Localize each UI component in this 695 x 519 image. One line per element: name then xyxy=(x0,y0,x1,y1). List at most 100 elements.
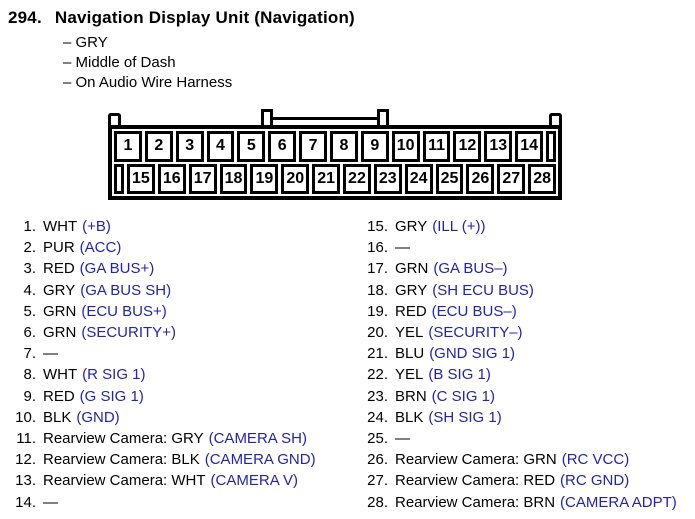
pin-cell-5: 5 xyxy=(237,131,266,162)
pin-cell-18: 18 xyxy=(219,163,248,194)
signal-name: (ACC) xyxy=(79,239,122,257)
signal-name: (SECURITY–) xyxy=(428,324,523,342)
wire-color: BLK xyxy=(395,408,424,426)
signal-name: (CAMERA SH) xyxy=(208,429,307,447)
wire-color: GRY xyxy=(395,218,428,236)
pin-number: 1. xyxy=(23,218,36,236)
signal-name: (RC VCC) xyxy=(561,451,630,469)
pin-entry-18: 18.GRY(SH ECU BUS) xyxy=(352,280,677,301)
wire-color: BRN xyxy=(395,387,427,405)
connector-top-row: 1 2 3 4 5 6 7 8 9 10 11 12 13 14 xyxy=(114,131,557,162)
pin-cell-1: 1 xyxy=(114,131,142,162)
pin-entry-9: 9.RED(G SIG 1) xyxy=(8,386,316,407)
connector-diagram: 1 2 3 4 5 6 7 8 9 10 11 12 13 14 15 16 1… xyxy=(108,107,562,200)
pin-entry-10: 10.BLK(GND) xyxy=(8,407,316,428)
signal-name: (C SIG 1) xyxy=(431,387,496,405)
wire-color: — xyxy=(395,429,410,447)
pin-cell-13: 13 xyxy=(484,131,513,162)
signal-name: (GA BUS–) xyxy=(433,260,508,278)
pin-number: 19. xyxy=(367,302,388,320)
pin-cell-21: 21 xyxy=(312,163,341,194)
signal-name: (CAMERA ADPT) xyxy=(560,493,677,511)
wire-color: GRY xyxy=(43,281,76,299)
wire-color: RED xyxy=(43,260,75,278)
wire-color: Rearview Camera: BRN xyxy=(395,493,556,511)
pin-entry-8: 8.WHT(R SIG 1) xyxy=(8,364,316,385)
pin-list-right: 15.GRY(ILL (+)) 16. — 17.GRN(GA BUS–) 18.… xyxy=(352,216,677,513)
pin-number: 20. xyxy=(367,324,388,342)
wire-color: Rearview Camera: WHT xyxy=(43,472,206,490)
pin-cell-19: 19 xyxy=(250,163,279,194)
connector-latch-post-right xyxy=(377,109,389,129)
pin-entry-22: 22.YEL(B SIG 1) xyxy=(352,364,677,385)
wire-color: YEL xyxy=(395,324,424,342)
pin-entry-5: 5. GRN(ECU BUS+) xyxy=(8,301,316,322)
pin-number: 7. xyxy=(23,345,36,363)
pin-entry-25: 25.— xyxy=(352,428,677,449)
pin-cell-24: 24 xyxy=(404,163,433,194)
pin-number: 27. xyxy=(367,472,388,490)
pin-cell-2: 2 xyxy=(144,131,173,162)
pin-number: 2. xyxy=(23,239,36,257)
signal-name: (SH ECU BUS) xyxy=(432,281,534,299)
pin-cell-26: 26 xyxy=(466,163,495,194)
wire-color: Rearview Camera: GRY xyxy=(43,429,204,447)
pin-entry-3: 3.RED(GA BUS+) xyxy=(8,258,316,279)
signal-name: (ILL (+)) xyxy=(432,218,486,236)
signal-name: (GND SIG 1) xyxy=(429,345,516,363)
pin-entry-12: 12.Rearview Camera: BLK(CAMERA GND) xyxy=(8,449,315,470)
pin-number: 14. xyxy=(15,493,36,511)
pin-cell-7: 7 xyxy=(299,131,328,162)
pin-number: 16. xyxy=(367,239,388,257)
pin-entry-4: 4.GRY(GA BUS SH) xyxy=(8,280,316,301)
pin-entry-19: 19.RED(ECU BUS–) xyxy=(352,301,677,322)
signal-name: (B SIG 1) xyxy=(428,366,491,384)
connector-latch-post-left xyxy=(261,109,273,129)
wire-color: GRN xyxy=(43,324,77,342)
pin-number: 3. xyxy=(23,260,36,278)
header: 294. Navigation Display Unit (Navigation… xyxy=(8,8,355,93)
pin-cell-11: 11 xyxy=(422,131,451,162)
pin-entry-26: 26.Rearview Camera: GRN(RC VCC) xyxy=(352,449,677,470)
pin-cell-8: 8 xyxy=(330,131,358,162)
wire-color: YEL xyxy=(395,366,424,384)
pin-entry-17: 17.GRN(GA BUS–) xyxy=(352,258,677,279)
pin-entry-2: 2.PUR(ACC) xyxy=(8,237,316,258)
wire-color: GRN xyxy=(43,302,77,320)
pin-cell-16: 16 xyxy=(157,163,186,194)
signal-name: (+B) xyxy=(82,218,111,236)
pin-number: 12. xyxy=(15,451,36,469)
wire-color: Rearview Camera: BLK xyxy=(43,451,200,469)
pin-number: 5. xyxy=(23,302,36,320)
connector-bottom-row: 15 16 17 18 19 20 21 22 23 24 25 26 27 2… xyxy=(114,163,557,194)
pin-entry-21: 21.BLU(GND SIG 1) xyxy=(352,343,677,364)
pin-entry-7: 7.— xyxy=(8,343,316,364)
pin-cell-28: 28 xyxy=(528,163,557,194)
pin-number: 21. xyxy=(367,345,388,363)
pin-number: 4. xyxy=(23,281,36,299)
pin-number: 6. xyxy=(23,324,36,342)
pin-cell-12: 12 xyxy=(453,131,482,162)
pin-list-left: 1.WHT(+B) 2.PUR(ACC) 3.RED(GA BUS+) 4.GR… xyxy=(8,216,316,513)
pin-cell-20: 20 xyxy=(281,163,310,194)
signal-name: (CAMERA V) xyxy=(210,472,299,490)
pin-entry-28: 28.Rearview Camera: BRN(CAMERA ADPT) xyxy=(352,491,677,512)
signal-name: (GND) xyxy=(76,408,120,426)
wire-color: RED xyxy=(395,302,427,320)
signal-name: (R SIG 1) xyxy=(82,366,146,384)
pin-entry-1: 1.WHT(+B) xyxy=(8,216,316,237)
signal-name: (SECURITY+) xyxy=(81,324,176,342)
pin-entry-14: 14. — xyxy=(8,491,316,512)
pin-cell-3: 3 xyxy=(175,131,204,162)
wire-color: — xyxy=(43,493,58,511)
pin-entry-15: 15.GRY(ILL (+)) xyxy=(352,216,677,237)
pin-cell-9: 9 xyxy=(360,131,389,162)
wire-color: BLK xyxy=(43,408,72,426)
item-number: 294. xyxy=(8,8,42,27)
signal-name: (RC GND) xyxy=(560,472,630,490)
note-harness: – On Audio Wire Harness xyxy=(63,74,233,91)
signal-name: (ECU BUS+) xyxy=(81,302,167,320)
pin-entry-11: 11.Rearview Camera: GRY(CAMERA SH) xyxy=(8,428,316,449)
note-color: – GRY xyxy=(63,34,108,51)
